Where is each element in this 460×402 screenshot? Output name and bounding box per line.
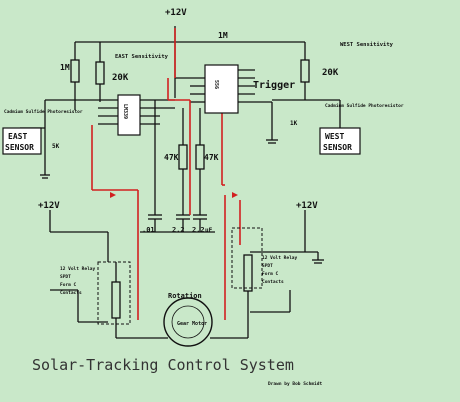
c-unit-label: uF xyxy=(205,227,213,234)
east-sensor-line2: SENSOR xyxy=(5,143,34,152)
diode-right-icon xyxy=(232,192,238,198)
relay-right-line3: Form C xyxy=(262,271,279,277)
chip-left-label: LM339 xyxy=(122,104,128,119)
west-sensor-line2: SENSOR xyxy=(323,143,352,152)
lm339-chip xyxy=(117,94,141,136)
c2-label: 2.2 xyxy=(172,226,185,234)
east-sensor-box xyxy=(2,127,42,155)
r-mid2-label: 47K xyxy=(204,153,219,162)
relay-left-line4: Contacts xyxy=(60,290,82,296)
motor-label: Rotation xyxy=(168,292,202,300)
relay-right-line4: Contacts xyxy=(262,279,284,285)
diagram-title: Solar-Tracking Control System xyxy=(32,356,294,374)
r-mid1-label: 47K xyxy=(164,153,179,162)
east-cell-label: Cadmium Sulfide Photoresistor xyxy=(4,109,83,115)
r-left-label: 1M xyxy=(60,63,70,72)
c1-label: .01 xyxy=(142,226,155,234)
left-relay-box xyxy=(97,261,131,325)
r-feedback-label: 1M xyxy=(218,31,228,40)
supply-top-label: +12V xyxy=(165,8,187,18)
west-sensitivity-label: WEST Sensitivity xyxy=(340,42,394,48)
supply-right-label: +12V xyxy=(296,201,318,211)
right-relay-box xyxy=(231,227,263,289)
west-sensor-box xyxy=(319,127,361,155)
r-west-small-label: 1K xyxy=(290,120,298,127)
west-cell-label: Cadmium Sulfide Photoresistor xyxy=(325,103,404,109)
relay-left-line2: SPDT xyxy=(60,274,71,280)
pot-west-label: 20K xyxy=(322,68,339,78)
ne556-chip xyxy=(204,64,239,114)
east-sensitivity-label: EAST Sensitivity xyxy=(115,54,169,60)
gear-motor xyxy=(163,297,213,347)
relay-right-line2: SPDT xyxy=(262,263,273,269)
chip-right-label: 556 xyxy=(213,80,219,89)
relay-right-line1: 12 Volt Relay xyxy=(262,255,298,261)
pot-east-label: 20K xyxy=(112,73,129,83)
credit-label: Drawn by Bob Schmidt xyxy=(268,381,322,387)
motor-text: Gear Motor xyxy=(177,321,207,327)
relay-left-line3: Form C xyxy=(60,282,77,288)
west-sensor-line1: WEST xyxy=(325,132,344,141)
signal-wiring xyxy=(91,28,241,320)
trigger-label: Trigger xyxy=(253,79,295,91)
relay-left-line1: 12 Volt Relay xyxy=(60,266,96,272)
supply-left-label: +12V xyxy=(38,201,60,211)
diode-left-icon xyxy=(110,192,116,198)
east-sensor-line1: EAST xyxy=(8,132,27,141)
c3-label: 2.2 xyxy=(192,226,205,234)
r-east-small-label: 5K xyxy=(52,143,60,150)
